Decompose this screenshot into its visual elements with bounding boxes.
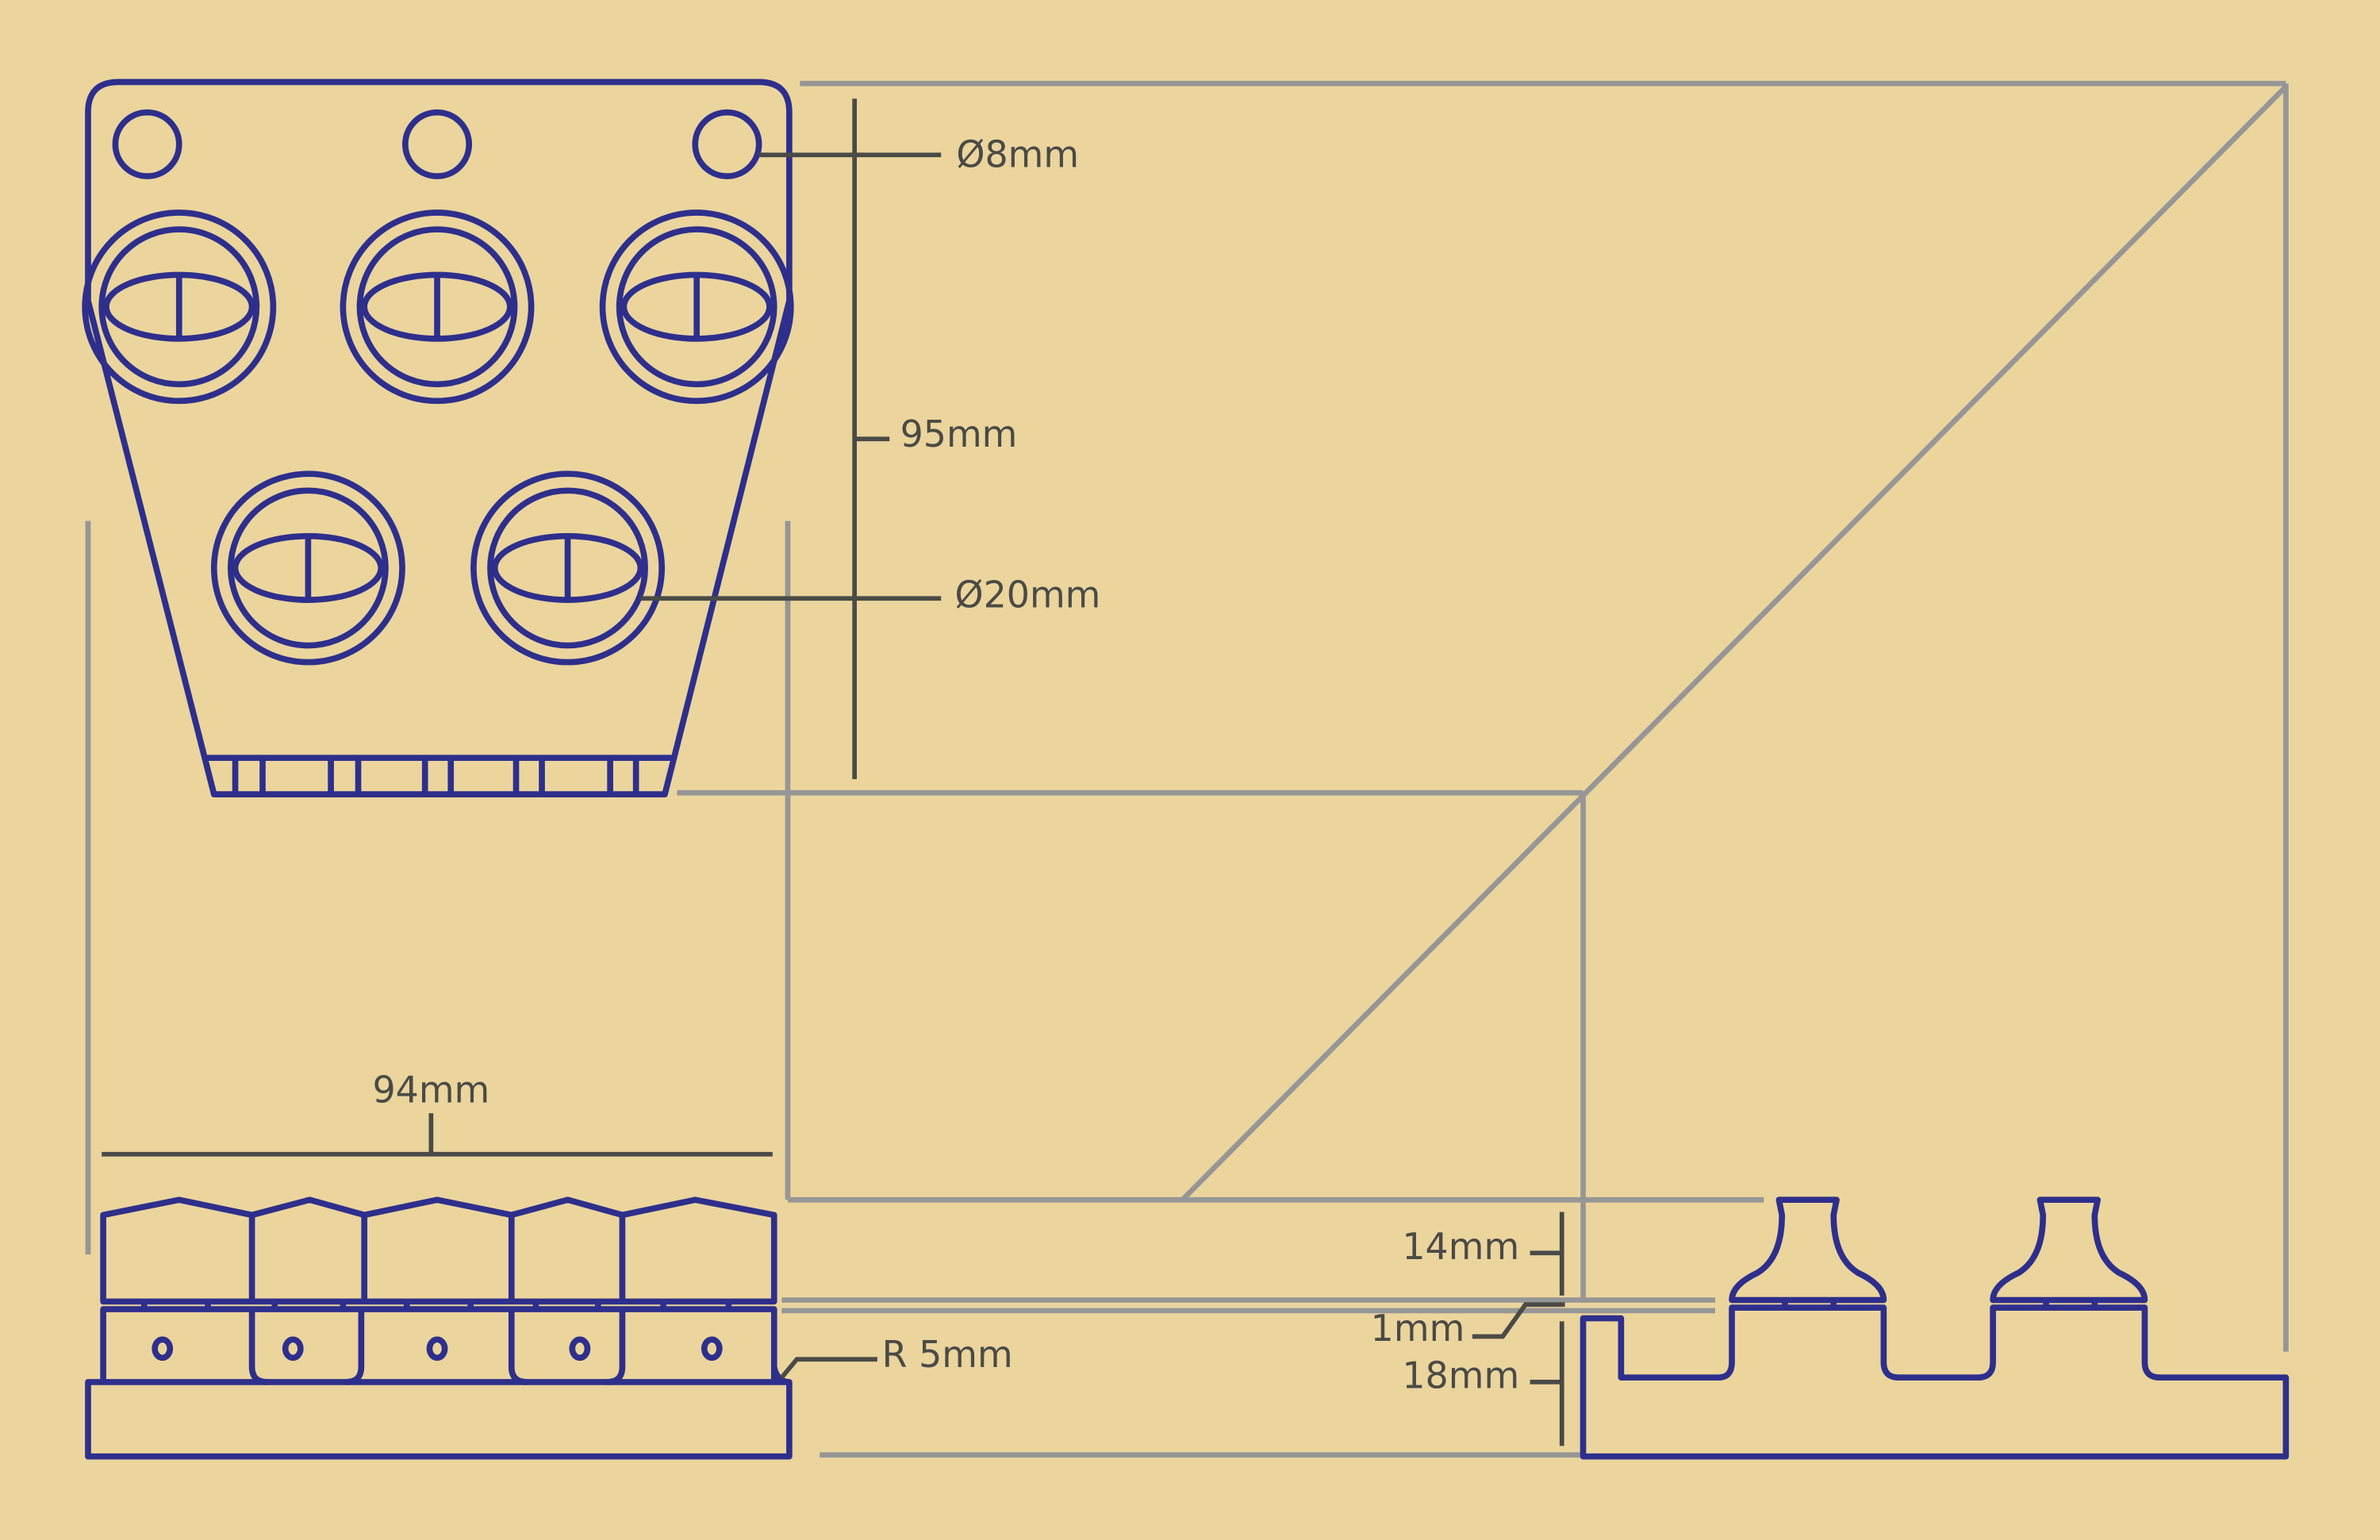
label-base-height: 18mm (1402, 1354, 1519, 1397)
side-body (1580, 1304, 2290, 1460)
label-gap: 1mm (1371, 1307, 1465, 1350)
label-width: 94mm (372, 1069, 489, 1112)
label-radius: R 5mm (882, 1333, 1013, 1376)
plate-outline (85, 79, 793, 797)
small-hole (692, 109, 762, 179)
front-base (85, 1379, 793, 1460)
label-hole-large: Ø20mm (954, 574, 1100, 616)
front-view (85, 1196, 793, 1460)
side-knob (1990, 1196, 2148, 1304)
dimension-lines (102, 98, 1565, 1446)
top-view (82, 79, 794, 797)
projection-lines (85, 80, 2289, 1458)
front-groove (248, 1309, 365, 1385)
knob-row-outline (100, 1196, 777, 1305)
bottom-slots (206, 755, 674, 795)
projection-diagonal (1180, 84, 2288, 1202)
leader-gap (1472, 1302, 1565, 1339)
label-hole-small: Ø8mm (956, 133, 1079, 176)
front-hole (426, 1336, 448, 1361)
knob-tabs (140, 1301, 732, 1310)
small-hole (402, 109, 473, 179)
side-knob (1729, 1196, 1887, 1304)
front-hole (282, 1336, 304, 1361)
front-hole (152, 1336, 174, 1361)
front-hole (569, 1336, 591, 1361)
side-view (1580, 1196, 2290, 1460)
label-knob-height: 14mm (1402, 1225, 1519, 1268)
large-hole (210, 470, 405, 666)
label-height: 95mm (900, 413, 1018, 455)
large-hole (340, 209, 535, 405)
large-hole (82, 209, 277, 405)
front-block (100, 1306, 777, 1382)
front-hole (701, 1336, 723, 1361)
front-groove (508, 1309, 626, 1385)
small-hole (112, 109, 182, 179)
dimension-labels: Ø8mm 95mm Ø20mm 94mm R 5mm 14mm 1mm 18mm (372, 133, 1519, 1397)
fillet (771, 1365, 790, 1385)
large-hole (599, 209, 794, 405)
leader-radius (780, 1357, 877, 1380)
large-hole (470, 470, 666, 666)
